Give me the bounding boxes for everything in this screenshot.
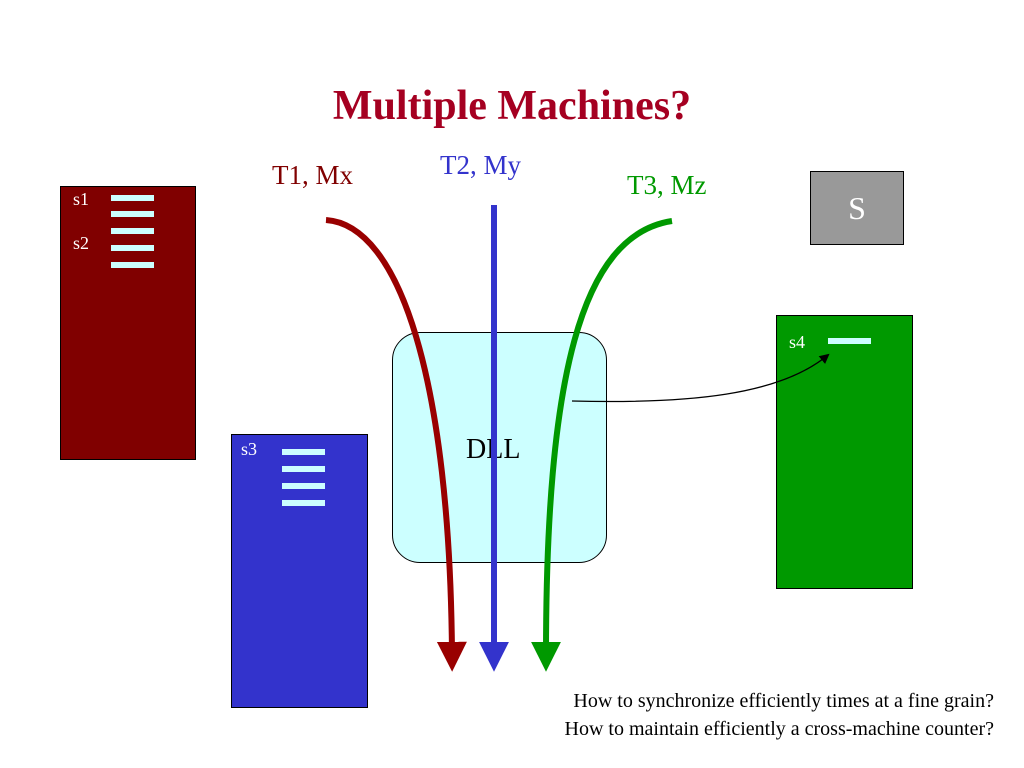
slot-label-s2: s2 xyxy=(73,233,90,253)
thread-t3-arrow xyxy=(531,218,673,672)
slot-label-s3: s3 xyxy=(241,439,258,459)
thread-label-t3: T3, Mz xyxy=(627,170,707,200)
memory-stripe xyxy=(282,500,325,506)
memory-stripe xyxy=(111,195,154,201)
memory-stripe xyxy=(111,228,154,234)
machine-mx: s1 s2 xyxy=(60,186,196,460)
slot-label-s4: s4 xyxy=(789,332,806,352)
thread-label-t1: T1, Mx xyxy=(272,160,353,190)
page-title: Multiple Machines? xyxy=(332,83,692,129)
slot-label-s1: s1 xyxy=(73,189,90,209)
thread-label-t2: T2, My xyxy=(440,150,521,180)
memory-stripe xyxy=(282,466,325,472)
memory-stripe xyxy=(828,338,871,344)
machine-mz: s4 xyxy=(776,315,913,589)
memory-stripe xyxy=(111,211,154,217)
memory-stripe xyxy=(111,245,154,251)
thread-t1-arrow xyxy=(325,217,467,672)
sync-box: S xyxy=(810,171,904,245)
memory-stripe xyxy=(111,262,154,268)
memory-stripe xyxy=(282,449,325,455)
dll-to-s4-arrow xyxy=(571,353,830,403)
question-sync-times: How to synchronize efficiently times at … xyxy=(573,690,994,712)
memory-stripe xyxy=(282,483,325,489)
question-counter: How to maintain efficiently a cross-mach… xyxy=(564,718,994,740)
machine-my: s3 xyxy=(231,434,368,708)
dll-box xyxy=(392,332,607,563)
